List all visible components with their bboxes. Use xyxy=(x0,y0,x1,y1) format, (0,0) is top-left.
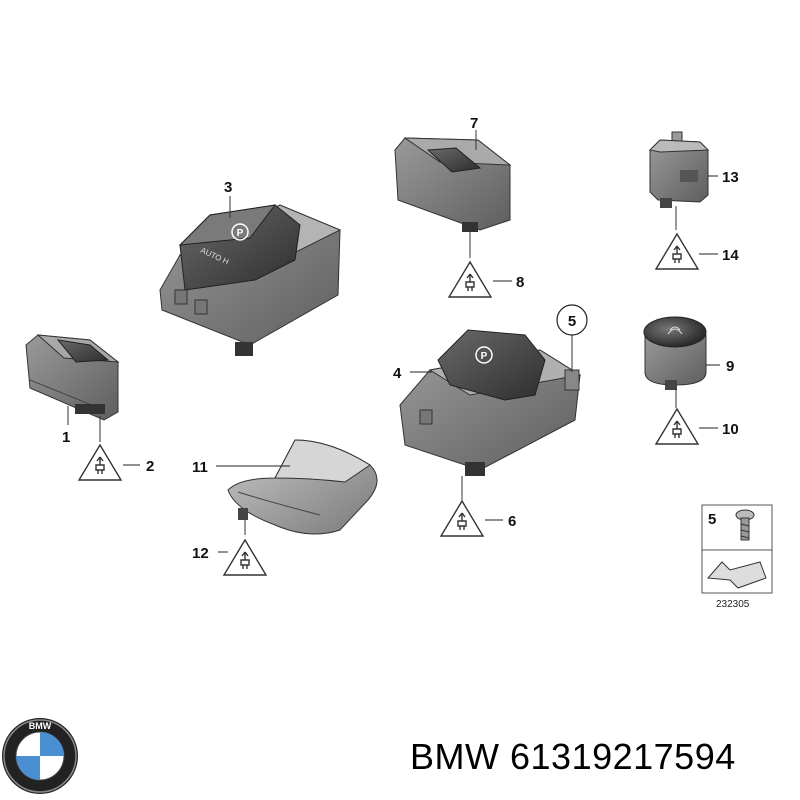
park-symbol-2: P xyxy=(481,351,488,362)
callout-4: 4 xyxy=(393,365,402,382)
part-1-switch xyxy=(25,334,120,442)
part-7-switch xyxy=(394,130,512,258)
callout-8: 8 xyxy=(516,274,524,291)
part-number-footer: BMW 61319217594 xyxy=(410,736,736,778)
warning-triangle-8 xyxy=(448,261,492,298)
leader-lines xyxy=(123,175,720,553)
bmw-logo: BMW xyxy=(2,718,78,794)
part-3-emf-switch: P AUTO H xyxy=(159,196,342,356)
callout-13: 13 xyxy=(722,169,739,186)
logo-text: BMW xyxy=(29,721,52,731)
callout-3: 3 xyxy=(224,179,232,196)
callout-10: 10 xyxy=(722,421,739,438)
part-9-button xyxy=(643,316,707,408)
direction-arrow-icon xyxy=(706,561,767,589)
screw-legend-box: 5 232305 xyxy=(701,504,773,610)
warning-triangle-2 xyxy=(78,444,122,481)
part-4-emf-switch: P xyxy=(399,329,582,500)
screw-icon xyxy=(735,509,755,541)
callout-14: 14 xyxy=(722,247,739,264)
legend-callout-5: 5 xyxy=(708,511,716,528)
callout-6: 6 xyxy=(508,513,516,530)
park-symbol: P xyxy=(237,228,244,239)
footer-brand: BMW xyxy=(410,736,500,777)
callout-1: 1 xyxy=(62,429,70,446)
callout-12: 12 xyxy=(192,545,209,562)
warning-triangle-6 xyxy=(440,500,484,537)
footer-part-number: 61319217594 xyxy=(510,736,736,777)
diagram-code: 232305 xyxy=(716,599,750,610)
callout-2: 2 xyxy=(146,458,154,475)
callout-5-circle: 5 xyxy=(556,304,588,336)
warning-triangle-14 xyxy=(655,233,699,270)
warning-triangle-12 xyxy=(223,539,267,576)
park-brake-icon: P xyxy=(231,223,249,241)
part-11-bezel xyxy=(227,439,378,535)
callout-7: 7 xyxy=(470,115,478,132)
callout-5: 5 xyxy=(568,313,576,330)
callout-9: 9 xyxy=(726,358,734,375)
warning-triangle-10 xyxy=(655,408,699,445)
callout-11: 11 xyxy=(192,459,208,476)
part-13-switch xyxy=(648,131,710,230)
